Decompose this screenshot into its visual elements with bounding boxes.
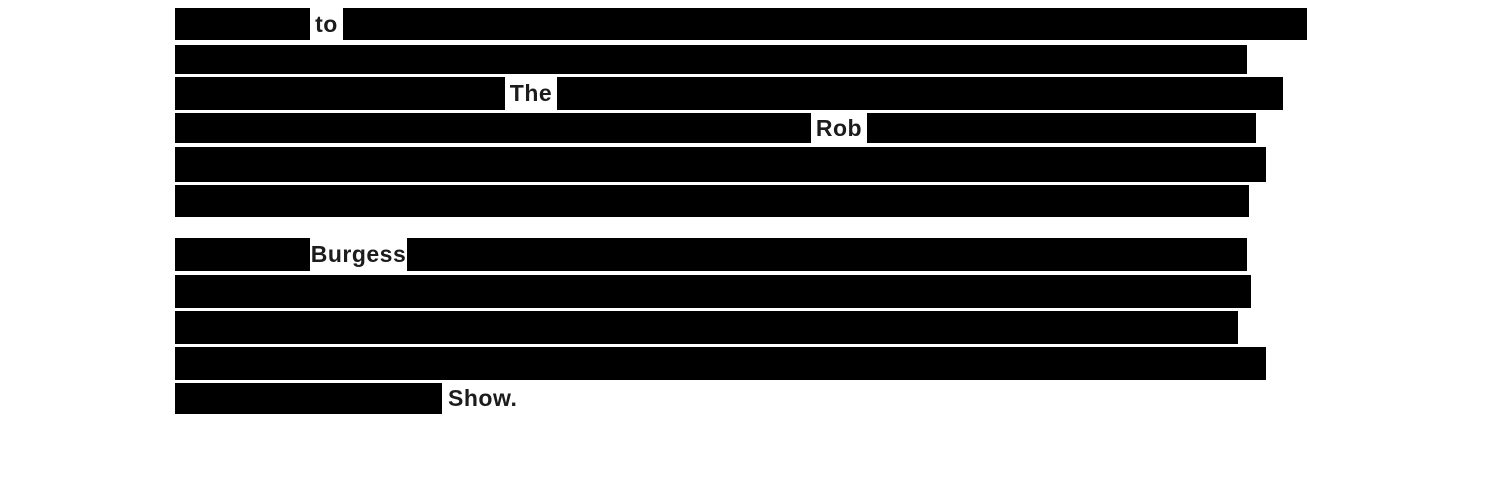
redaction-bar [175,113,811,143]
visible-word: Show. [442,383,528,414]
visible-word: The [505,77,557,110]
redacted-line: Show. [175,383,528,414]
visible-word: to [310,8,343,40]
redaction-bar [557,77,1283,110]
redacted-line: The [175,77,1283,110]
redaction-bar [867,113,1256,143]
redaction-bar [175,347,1266,380]
redaction-bar [175,275,1251,308]
redacted-line [175,347,1266,380]
visible-word: Rob [811,113,867,143]
redaction-bar [175,185,1249,217]
redacted-line: Burgess [175,238,1247,271]
redaction-bar [175,147,1266,182]
redaction-bar [175,45,1247,74]
redacted-line [175,275,1251,308]
redaction-bar [175,8,310,40]
redaction-bar [175,383,442,414]
redacted-line [175,311,1238,344]
redaction-bar [175,238,310,271]
redacted-line [175,45,1247,74]
redacted-line: Rob [175,113,1256,143]
redacted-line: to [175,8,1307,40]
visible-word: Burgess [310,238,407,271]
redaction-bar [407,238,1247,271]
redaction-bar [175,77,505,110]
redacted-line [175,185,1249,217]
redaction-bar [175,311,1238,344]
redaction-bar [343,8,1307,40]
redacted-line [175,147,1266,182]
